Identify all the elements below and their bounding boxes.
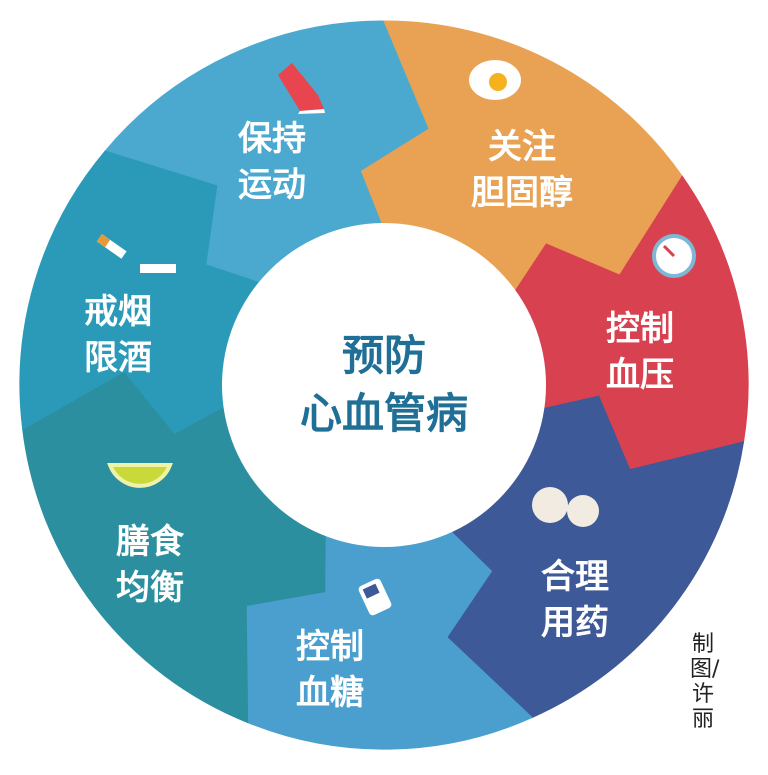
credit-text: 制图/许丽 [690, 632, 720, 732]
center-title-line1: 预防 [341, 331, 427, 380]
center-title-line2: 心血管病 [299, 389, 469, 438]
segment-cholesterol [360, 20, 683, 296]
segment-medication [446, 395, 745, 719]
segment-label-exercise: 保持 运动 [238, 119, 306, 205]
lemon-slice-icon [107, 463, 173, 488]
segment-label-cholesterol: 关注 胆固醇 [471, 127, 573, 213]
segment-smoking [19, 150, 265, 435]
segment-label-blood-sugar: 控制 血糖 [296, 627, 364, 713]
pills-icon [532, 487, 599, 527]
segment-label-diet: 膳食 均衡 [116, 522, 184, 608]
fried-egg-icon [469, 60, 521, 100]
segment-label-blood-pressure: 控制 血压 [606, 309, 674, 395]
shoe-icon [278, 63, 325, 114]
glucose-meter-icon [358, 578, 392, 616]
segment-label-medication: 合理 用药 [541, 557, 609, 643]
center-title: 预防 心血管病 [300, 327, 468, 443]
broken-cigarette-icon [96, 234, 176, 273]
segment-label-smoking: 戒烟 限酒 [84, 292, 152, 378]
center-circle [222, 223, 546, 547]
pressure-gauge-icon [652, 234, 696, 278]
